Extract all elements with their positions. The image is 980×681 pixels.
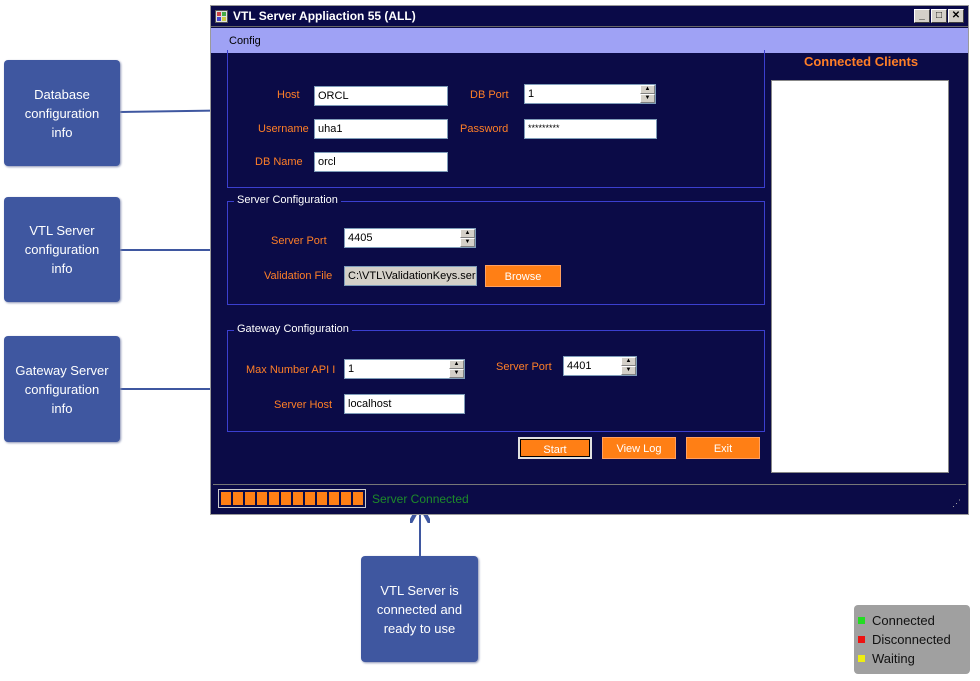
exit-button[interactable]: Exit: [686, 437, 760, 459]
password-label: Password: [460, 123, 508, 135]
legend-item-waiting: Waiting: [858, 649, 966, 668]
host-input[interactable]: ORCL: [314, 86, 448, 106]
username-label: Username: [258, 123, 309, 135]
status-legend: Connected Disconnected Waiting: [854, 605, 970, 674]
app-window: VTL Server Appliaction 55 (ALL) _ □ ✕ Co…: [210, 5, 969, 515]
gateway-config-group: Gateway Configuration Max Number API I 1…: [227, 330, 765, 432]
connected-clients-title: Connected Clients: [771, 54, 951, 69]
connected-dot-icon: [858, 617, 865, 624]
max-api-value: 1: [348, 363, 354, 375]
dbport-value: 1: [528, 88, 534, 100]
server-host-input[interactable]: localhost: [344, 394, 465, 414]
close-button[interactable]: ✕: [948, 9, 964, 23]
browse-button[interactable]: Browse: [485, 265, 561, 287]
progress-segment: [293, 492, 303, 505]
dbname-label: DB Name: [255, 156, 303, 168]
legend-label: Disconnected: [872, 632, 951, 647]
status-text: Server Connected: [372, 492, 469, 506]
progress-segment: [305, 492, 315, 505]
legend-item-connected: Connected: [858, 611, 966, 630]
view-log-button[interactable]: View Log: [602, 437, 676, 459]
server-port-label: Server Port: [271, 235, 327, 247]
gateway-config-title: Gateway Configuration: [234, 323, 352, 335]
server-config-title: Server Configuration: [234, 194, 341, 206]
dbname-input[interactable]: orcl: [314, 152, 448, 172]
progress-segment: [269, 492, 279, 505]
maximize-button[interactable]: □: [931, 9, 947, 23]
legend-label: Waiting: [872, 651, 915, 666]
max-api-spin[interactable]: ▲▼: [449, 360, 464, 378]
validation-file-label: Validation File: [264, 270, 332, 282]
progress-segment: [329, 492, 339, 505]
legend-label: Connected: [872, 613, 935, 628]
waiting-dot-icon: [858, 655, 865, 662]
password-input[interactable]: *********: [524, 119, 657, 139]
title-bar[interactable]: VTL Server Appliaction 55 (ALL) _ □ ✕: [211, 6, 968, 27]
database-group: Host ORCL DB Port 1 ▲▼ Username uha1 Pas…: [227, 50, 765, 188]
progress-segment: [341, 492, 351, 505]
max-api-label: Max Number API I: [246, 364, 335, 376]
disconnected-dot-icon: [858, 636, 865, 643]
progress-segment: [245, 492, 255, 505]
host-label: Host: [277, 89, 300, 101]
dbport-spin[interactable]: ▲▼: [640, 85, 655, 103]
callout-database: Databaseconfigurationinfo: [4, 60, 120, 166]
max-api-stepper[interactable]: 1 ▲▼: [344, 359, 465, 379]
gateway-port-spin[interactable]: ▲▼: [621, 357, 636, 375]
progress-segment: [317, 492, 327, 505]
connected-clients-list[interactable]: [771, 80, 949, 473]
gateway-port-stepper[interactable]: 4401 ▲▼: [563, 356, 637, 376]
gateway-port-label: Server Port: [496, 361, 552, 373]
connection-progress-bar: [218, 489, 366, 508]
progress-segment: [257, 492, 267, 505]
menu-config[interactable]: Config: [229, 35, 261, 47]
server-port-spin[interactable]: ▲▼: [460, 229, 475, 247]
validation-file-input[interactable]: C:\VTL\ValidationKeys.ser: [344, 266, 477, 286]
callout-gateway: Gateway Serverconfigurationinfo: [4, 336, 120, 442]
gateway-port-value: 4401: [567, 360, 591, 372]
server-port-value: 4405: [348, 232, 372, 244]
minimize-button[interactable]: _: [914, 9, 930, 23]
username-input[interactable]: uha1: [314, 119, 448, 139]
window-title: VTL Server Appliaction 55 (ALL): [233, 9, 416, 23]
server-host-label: Server Host: [274, 399, 332, 411]
progress-segment: [353, 492, 363, 505]
dbport-label: DB Port: [470, 89, 509, 101]
progress-segment: [233, 492, 243, 505]
progress-segment: [221, 492, 231, 505]
app-icon: [215, 10, 228, 23]
server-port-stepper[interactable]: 4405 ▲▼: [344, 228, 476, 248]
start-button[interactable]: Start: [518, 437, 592, 459]
status-bar: Server Connected ⋰: [213, 484, 966, 512]
resize-grip-icon[interactable]: ⋰: [952, 498, 964, 510]
callout-vtl-server: VTL Serverconfigurationinfo: [4, 197, 120, 302]
callout-connected: VTL Server isconnected andready to use: [361, 556, 478, 662]
server-config-group: Server Configuration Server Port 4405 ▲▼…: [227, 201, 765, 305]
progress-segment: [281, 492, 291, 505]
dbport-stepper[interactable]: 1 ▲▼: [524, 84, 656, 104]
legend-item-disconnected: Disconnected: [858, 630, 966, 649]
